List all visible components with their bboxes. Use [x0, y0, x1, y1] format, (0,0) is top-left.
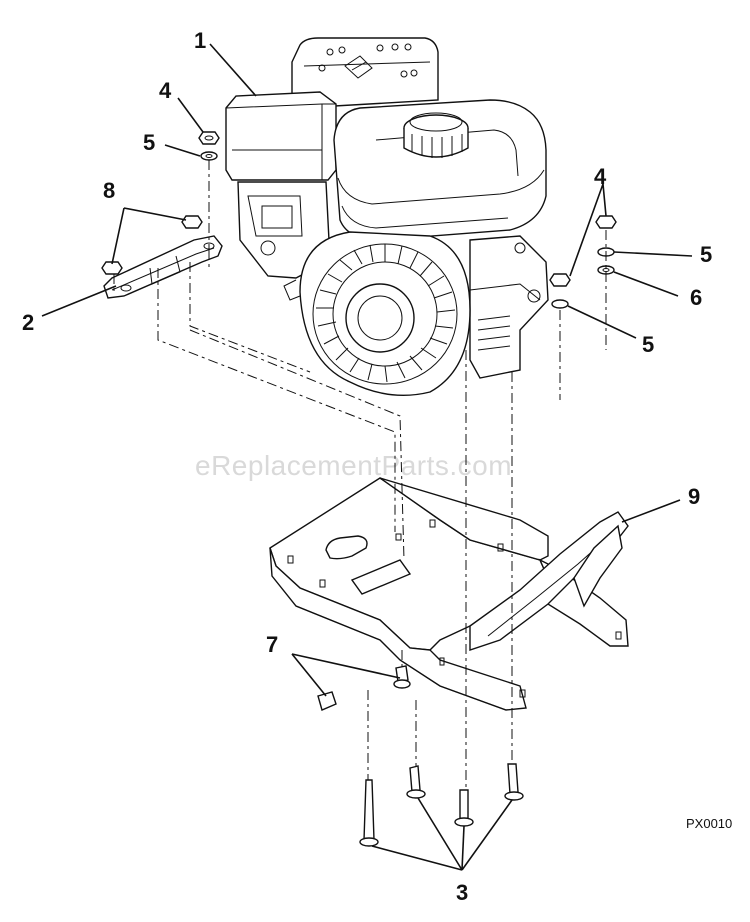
callout-8: 8: [103, 178, 115, 203]
callout-2: 2: [22, 310, 34, 335]
callout-9: 9: [688, 484, 700, 509]
diagram-code: PX0010: [686, 816, 732, 831]
callout-3: 3: [456, 880, 468, 905]
alignment-lines: [113, 160, 607, 790]
engine-drawing: [225, 37, 549, 396]
callout-4-right: 4: [594, 164, 607, 189]
bracket-drawing: [103, 235, 223, 299]
callout-4-left: 4: [159, 78, 172, 103]
leader-lines: [41, 43, 693, 871]
callout-5-left: 5: [143, 130, 155, 155]
callout-5-lower-right: 5: [642, 332, 654, 357]
callout-5-upper-right: 5: [700, 242, 712, 267]
watermark-text: eReplacementParts.com: [195, 450, 512, 481]
callout-1: 1: [194, 28, 206, 53]
callout-7: 7: [266, 632, 278, 657]
callout-6: 6: [690, 285, 702, 310]
base-plate-drawing: [269, 477, 629, 711]
fasteners-drawing: [101, 131, 617, 847]
